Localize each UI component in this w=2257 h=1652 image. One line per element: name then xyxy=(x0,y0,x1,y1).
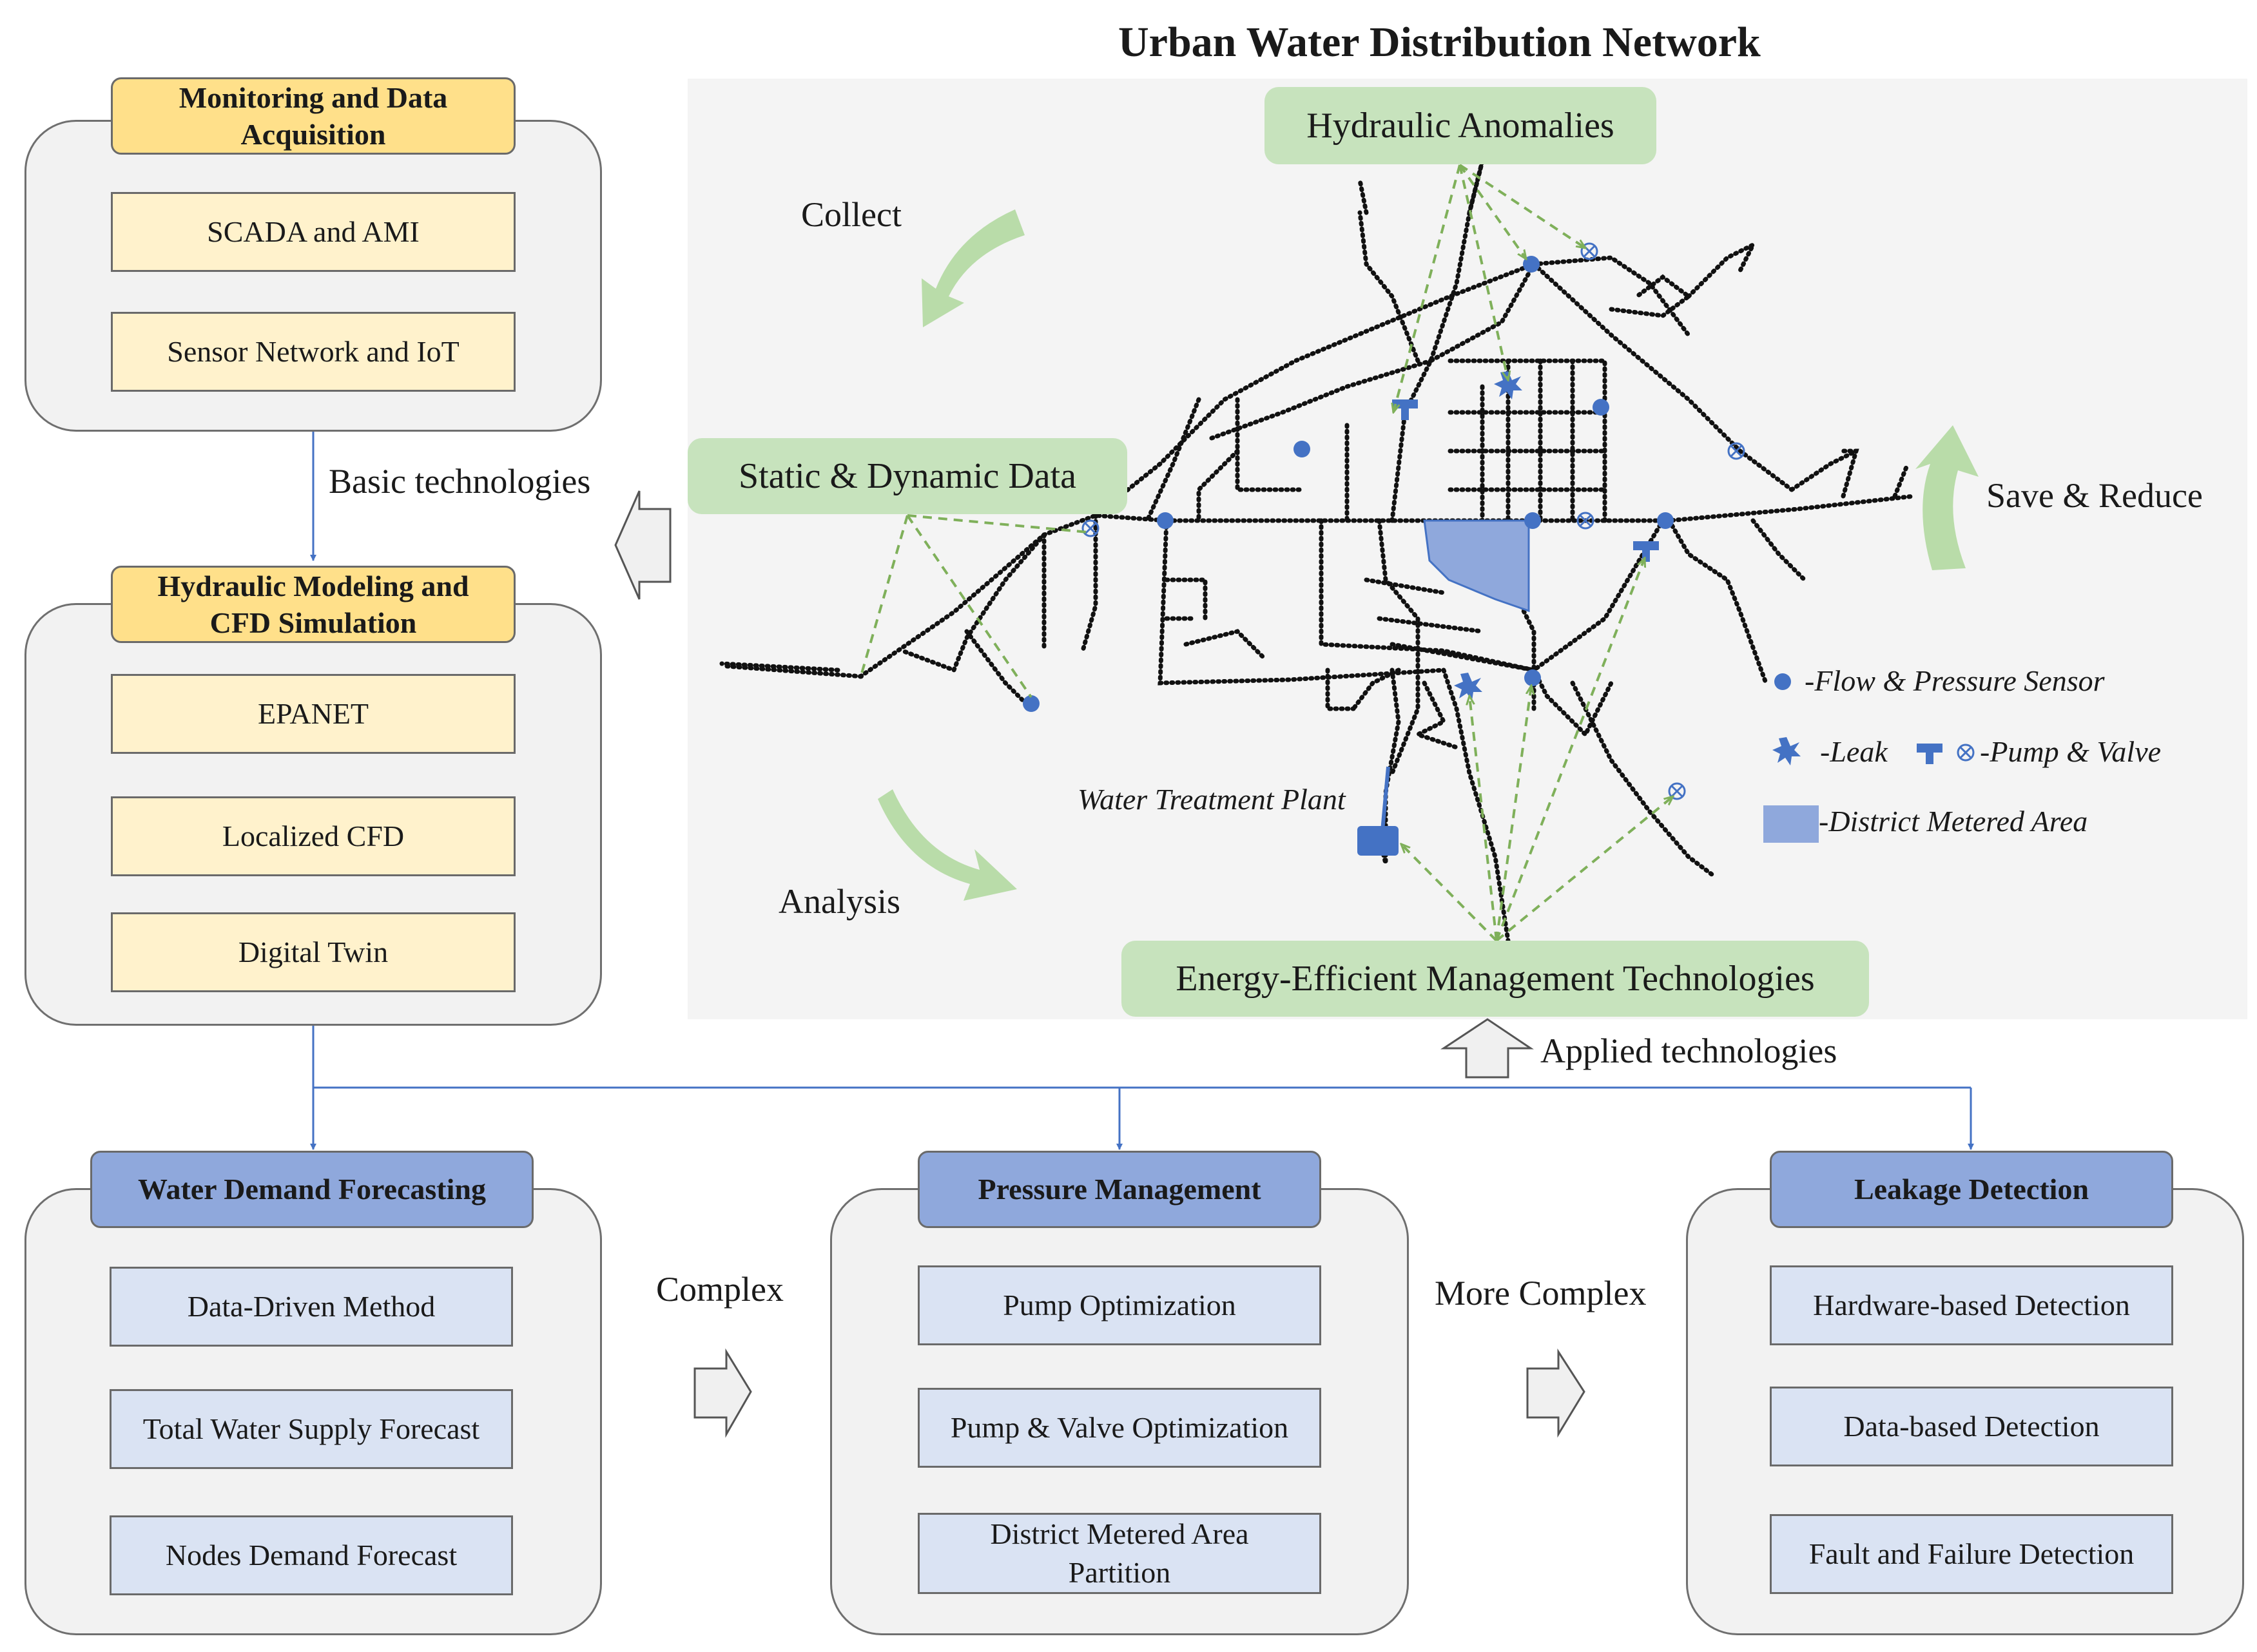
hydraulic-anomalies-label: Hydraulic Anomalies xyxy=(1264,87,1656,164)
sensor-dot xyxy=(1293,441,1310,457)
arrow-anomaly-valve xyxy=(1458,164,1585,248)
sensor-dot xyxy=(1524,512,1541,529)
arrow-static-sensor xyxy=(906,514,1032,698)
arrow-energy-valve xyxy=(1495,796,1673,942)
monitoring-header-line2: Acquisition xyxy=(240,118,386,151)
leak-icon xyxy=(1454,673,1482,701)
modeling-header-line2: CFD Simulation xyxy=(209,606,417,639)
nodes-demand-forecast-box: Nodes Demand Forecast xyxy=(110,1515,513,1595)
scada-ami-box: SCADA and AMI xyxy=(111,192,516,272)
collect-arrow xyxy=(922,209,1025,327)
valve-icon xyxy=(1576,512,1594,530)
pressure-header: Pressure Management xyxy=(918,1151,1321,1228)
legend-leak-label: -Leak xyxy=(1820,735,1888,768)
arrow-energy-pump xyxy=(1495,558,1645,941)
sensor-dot xyxy=(1023,695,1040,712)
legend-pump-icon xyxy=(1917,744,1942,764)
total-water-supply-forecast-box: Total Water Supply Forecast xyxy=(110,1389,513,1469)
basic-tech-arrow xyxy=(614,490,672,600)
analysis-label: Analysis xyxy=(779,882,900,921)
legend-dma-label: -District Metered Area xyxy=(1819,805,2088,838)
valve-icon xyxy=(1668,782,1686,800)
dma-partition-line1: District Metered Area xyxy=(990,1517,1249,1551)
pump-optimization-box: Pump Optimization xyxy=(918,1265,1321,1345)
basic-technologies-label: Basic technologies xyxy=(329,462,591,501)
diagram-title: Urban Water Distribution Network xyxy=(1118,19,1761,66)
fault-failure-detection-box: Fault and Failure Detection xyxy=(1770,1514,2173,1594)
sensor-dot xyxy=(1657,512,1674,529)
static-dynamic-data-label: Static & Dynamic Data xyxy=(688,438,1127,514)
treatment-plant-pipe xyxy=(1380,766,1390,832)
demand-header: Water Demand Forecasting xyxy=(90,1151,534,1228)
applied-technologies-label: Applied technologies xyxy=(1540,1032,1837,1070)
pump-icon xyxy=(1633,541,1659,562)
energy-efficient-label: Energy-Efficient Management Technologies xyxy=(1121,941,1869,1017)
legend-valve-icon xyxy=(1957,744,1975,762)
flow-pressure-sensors xyxy=(1023,256,1674,712)
save-reduce-label: Save & Reduce xyxy=(1986,476,2203,515)
water-treatment-plant-label: Water Treatment Plant xyxy=(1078,783,1346,816)
data-driven-method-box: Data-Driven Method xyxy=(110,1267,513,1347)
arrow-anomaly-sensor xyxy=(1458,164,1526,259)
sensor-network-iot-box: Sensor Network and IoT xyxy=(111,312,516,392)
water-treatment-plant-marker xyxy=(1357,826,1399,856)
leaks xyxy=(1454,371,1522,701)
analysis-arrow xyxy=(878,789,1017,901)
localized-cfd-box: Localized CFD xyxy=(111,796,516,876)
district-metered-area xyxy=(1423,519,1530,613)
sensor-dot xyxy=(1593,399,1609,416)
hardware-based-detection-box: Hardware-based Detection xyxy=(1770,1265,2173,1345)
save-reduce-arrow xyxy=(1915,425,1979,570)
pump-icon xyxy=(1392,399,1418,420)
leak-icon xyxy=(1494,371,1522,399)
applied-tech-arrow xyxy=(1440,1018,1534,1079)
arrow-energy-leak xyxy=(1469,696,1498,941)
digital-twin-box: Digital Twin xyxy=(111,912,516,992)
arrow-anomaly-leak xyxy=(1458,164,1508,380)
valve-icon xyxy=(1727,442,1745,460)
data-based-detection-box: Data-based Detection xyxy=(1770,1387,2173,1466)
valve-icon xyxy=(1081,519,1099,537)
pump-valve-optimization-box: Pump & Valve Optimization xyxy=(918,1388,1321,1468)
more-complex-label: More Complex xyxy=(1435,1274,1647,1312)
modeling-header-line1: Hydraulic Modeling and xyxy=(157,569,469,602)
valves xyxy=(1081,242,1745,800)
collect-label: Collect xyxy=(801,195,902,234)
arrow-energy-sensor xyxy=(1495,686,1531,941)
more-complex-arrow xyxy=(1526,1348,1585,1438)
legend-sensor-label: -Flow & Pressure Sensor xyxy=(1805,664,2105,697)
complex-label: Complex xyxy=(656,1270,784,1309)
legend-leak-icon xyxy=(1772,737,1801,765)
arrow-energy-plant xyxy=(1401,844,1498,942)
legend-sensor-icon xyxy=(1774,673,1791,690)
dma-partition-line2: Partition xyxy=(1068,1556,1171,1589)
epanet-box: EPANET xyxy=(111,674,516,754)
leakage-header: Leakage Detection xyxy=(1770,1151,2173,1228)
sensor-dot xyxy=(1157,512,1174,529)
sensor-dot xyxy=(1524,669,1541,686)
legend-dma-swatch xyxy=(1763,805,1819,843)
arrow-anomaly-pump xyxy=(1393,164,1461,412)
legend-pump-valve-label: -Pump & Valve xyxy=(1980,735,2162,768)
monitoring-header-line1: Monitoring and Data xyxy=(179,81,448,114)
complex-arrow xyxy=(693,1348,752,1438)
arrow-static-west xyxy=(859,515,909,678)
cycle-arrows xyxy=(878,209,1979,901)
